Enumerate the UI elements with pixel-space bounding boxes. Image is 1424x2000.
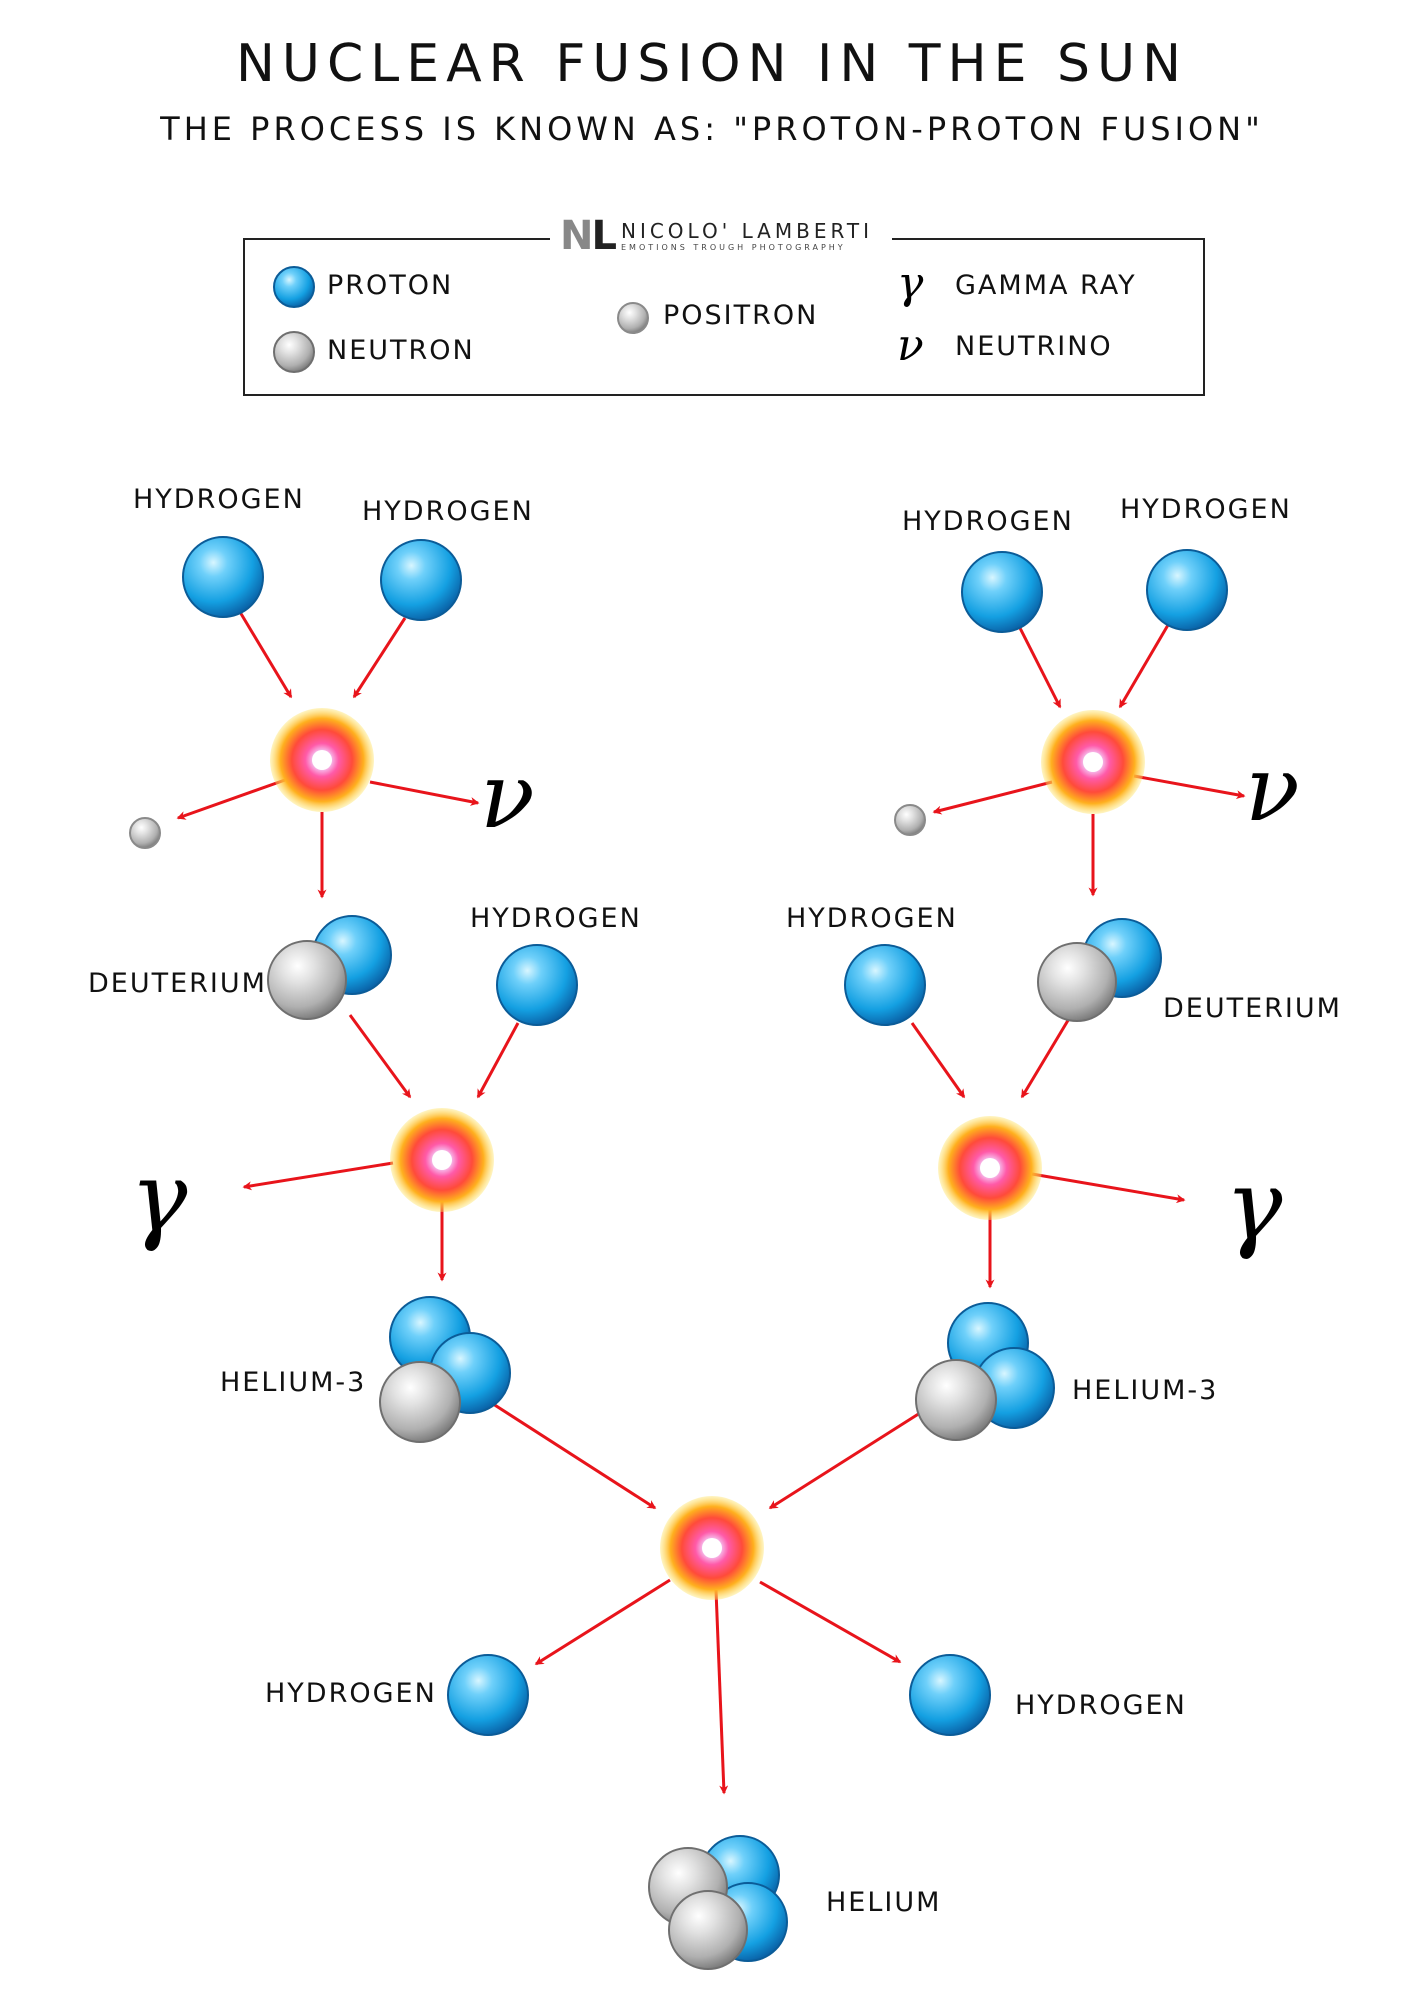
legend-neutrino-label: NEUTRINO — [955, 331, 1113, 362]
hydrogen-proton — [909, 1654, 991, 1736]
label-deuterium: DEUTERIUM — [1163, 993, 1342, 1024]
arrow-helium3-left-to-final-fusion — [489, 1400, 657, 1510]
gamma-symbol: γ — [130, 1142, 188, 1254]
fusion-events — [270, 708, 1145, 1600]
legend-gamma-symbol: γ — [897, 258, 924, 309]
hydrogen-proton — [182, 536, 264, 618]
hydrogen-proton — [844, 944, 926, 1026]
label-helium: HELIUM — [826, 1887, 942, 1918]
legend-positron-label: POSITRON — [663, 300, 819, 331]
legend-neutron-label: NEUTRON — [327, 335, 475, 366]
legend-proton-label: PROTON — [327, 270, 454, 301]
page-subtitle: THE PROCESS IS KNOWN AS: "PROTON-PROTON … — [160, 110, 1264, 148]
arrow-hydrogen-to-fusion-2-right — [910, 1022, 966, 1099]
label-helium3: HELIUM-3 — [220, 1367, 367, 1398]
label-hydrogen: HYDROGEN — [786, 903, 958, 934]
legend-positron-icon — [617, 302, 649, 334]
label-hydrogen: HYDROGEN — [470, 903, 642, 934]
label-helium3: HELIUM-3 — [1072, 1375, 1219, 1406]
legend-neutrino-symbol: ν — [897, 320, 924, 371]
legend-proton-icon — [273, 266, 315, 308]
neutrino-symbol: ν — [1245, 737, 1300, 842]
fusion-event-final — [660, 1496, 764, 1600]
fusion-event-2-left — [390, 1108, 494, 1212]
logo-mark: NL — [560, 213, 617, 259]
arrow-fusion-1-left-to-positron — [176, 778, 286, 820]
helium3-nucleus-right — [915, 1302, 1055, 1441]
arrow-fusion-1-right-to-neutrino — [1133, 774, 1246, 800]
arrow-hydrogen-to-fusion-1-right — [1018, 627, 1062, 709]
arrow-fusion-2-right-to-gamma — [1031, 1172, 1186, 1204]
positron — [894, 804, 926, 836]
arrow-fusion-2-left-to-gamma — [242, 1161, 394, 1191]
fusion-event-1-right — [1041, 710, 1145, 814]
legend-neutron-icon — [273, 331, 315, 373]
arrow-helium3-right-to-final-fusion — [768, 1411, 921, 1510]
deuterium-nucleus-right — [1037, 918, 1162, 1022]
logo-tagline: EMOTIONS TROUGH PHOTOGRAPHY — [620, 242, 846, 252]
positron — [129, 817, 161, 849]
hydrogen-proton — [961, 551, 1043, 633]
arrow-fusion-1-left-to-neutrino — [369, 780, 480, 806]
arrow-hydrogen-to-fusion-1-left — [352, 617, 407, 699]
arrow-fusion-1-right-to-positron — [932, 780, 1053, 815]
label-hydrogen: HYDROGEN — [133, 484, 305, 515]
page-title: NUCLEAR FUSION IN THE SUN — [236, 34, 1188, 94]
arrow-hydrogen-to-fusion-1-left — [238, 611, 293, 699]
arrow-final-fusion-to-helium — [714, 1589, 729, 1795]
fusion-event-1-left — [270, 708, 374, 812]
neutrino-symbol: ν — [480, 744, 535, 849]
fusion-event-2-right — [938, 1116, 1042, 1220]
hydrogen-proton — [496, 944, 578, 1026]
label-hydrogen: HYDROGEN — [362, 496, 534, 527]
label-hydrogen: HYDROGEN — [1015, 1690, 1187, 1721]
reaction-arrows — [176, 611, 1246, 1795]
arrow-final-fusion-to-hydrogen-right — [759, 1580, 902, 1664]
arrow-deuterium-to-fusion-2-right — [1020, 1016, 1072, 1099]
watermark-logo: NL NICOLO' LAMBERTI EMOTIONS TROUGH PHOT… — [550, 212, 892, 260]
hydrogen-proton — [447, 1654, 529, 1736]
particles — [129, 266, 1228, 1970]
gamma-symbol: γ — [1225, 1150, 1283, 1262]
hydrogen-proton — [380, 539, 462, 621]
hydrogen-proton — [1146, 549, 1228, 631]
arrow-deuterium-to-fusion-2-left — [348, 1014, 412, 1099]
label-deuterium: DEUTERIUM — [88, 968, 267, 999]
legend-gamma-label: GAMMA RAY — [955, 270, 1137, 301]
helium-nucleus — [648, 1835, 788, 1970]
deuterium-nucleus-left — [267, 915, 392, 1020]
arrow-hydrogen-to-fusion-2-left — [476, 1022, 520, 1099]
label-hydrogen: HYDROGEN — [1120, 494, 1292, 525]
helium3-nucleus-left — [379, 1296, 511, 1443]
label-hydrogen: HYDROGEN — [902, 506, 1074, 537]
arrow-final-fusion-to-hydrogen-left — [534, 1578, 671, 1666]
logo-name: NICOLO' LAMBERTI — [620, 218, 874, 243]
arrow-hydrogen-to-fusion-1-right — [1118, 624, 1170, 709]
label-hydrogen: HYDROGEN — [265, 1678, 437, 1709]
